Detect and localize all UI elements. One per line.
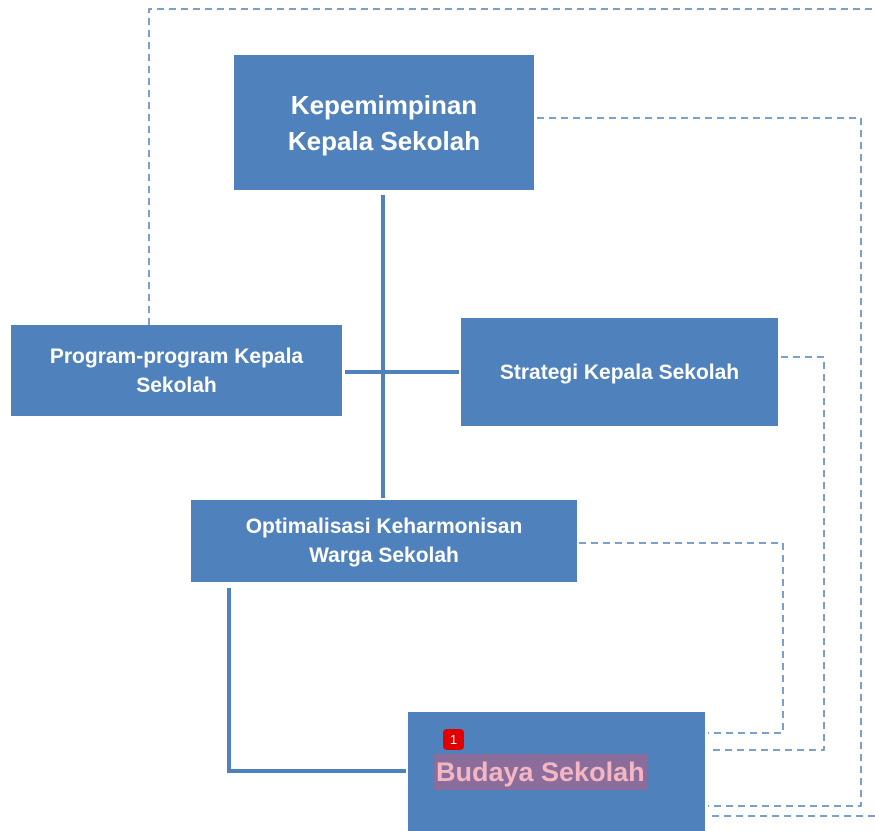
edge-harmony-culture-dashed: [579, 542, 784, 734]
node-label-line: Kepemimpinan: [290, 89, 478, 120]
edge-programs-culture-dashed: [148, 8, 875, 325]
node-budaya-sekolah: Budaya Sekolah: [408, 712, 705, 831]
node-label-line: Strategi Kepala Sekolah: [499, 360, 740, 384]
edge-strategy-culture-dashed: [708, 356, 825, 751]
node-optimalisasi-keharmonisan: Optimalisasi Keharmonisan Warga Sekolah: [191, 500, 577, 582]
edge-leadership-culture-dashed: [537, 117, 862, 807]
edge-harmony-culture: [227, 588, 406, 773]
node-label-line: Sekolah: [136, 373, 217, 397]
node-label-line: Optimalisasi Keharmonisan: [245, 515, 523, 538]
node-label-line: Warga Sekolah: [309, 544, 459, 567]
node-label-line: Program-program Kepala: [49, 344, 304, 368]
node-kepemimpinan-kepala-sekolah: Kepemimpinan Kepala Sekolah: [234, 55, 534, 190]
node-strategi-kepala-sekolah: Strategi Kepala Sekolah: [461, 318, 778, 426]
node-program-program-kepala-sekolah: Program-program Kepala Sekolah: [11, 325, 342, 416]
comment-marker[interactable]: 1: [443, 729, 464, 750]
node-label-line: Kepala Sekolah: [287, 125, 481, 156]
highlighted-node-label: Budaya Sekolah: [434, 753, 647, 790]
